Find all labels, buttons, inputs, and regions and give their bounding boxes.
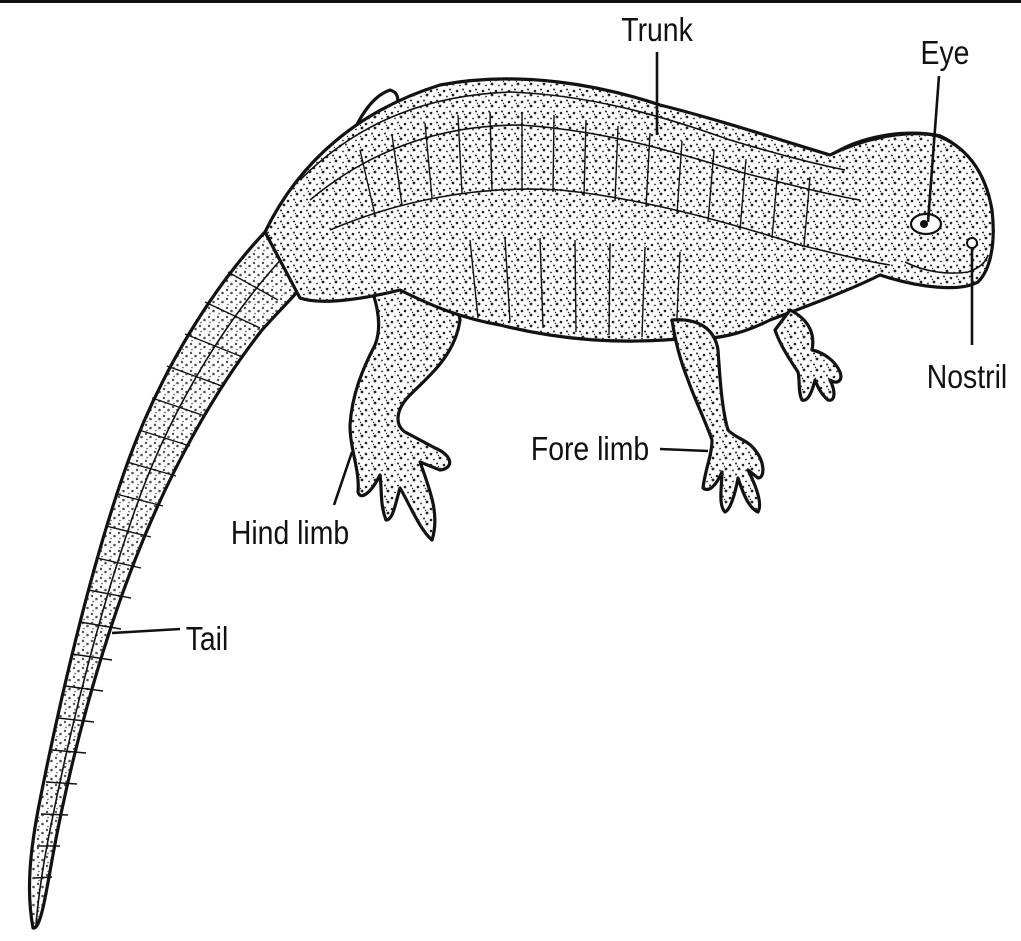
nostril-label: Nostril xyxy=(927,358,1007,396)
fore-limb-label: Fore limb xyxy=(531,430,649,468)
eye-icon xyxy=(911,214,941,234)
tail-texture xyxy=(29,232,312,928)
tail-scale-bands xyxy=(34,272,278,878)
eye-label: Eye xyxy=(921,34,970,72)
nostril-icon xyxy=(967,238,977,248)
tail-shape xyxy=(29,232,312,928)
hind-limb-label: Hind limb xyxy=(231,514,349,552)
tail-leader xyxy=(112,629,180,633)
tail-label: Tail xyxy=(186,620,229,658)
fore-limb-leader xyxy=(660,449,708,451)
lizard-illustration xyxy=(29,79,993,928)
trunk-label: Trunk xyxy=(621,11,693,49)
hind-limb-leader xyxy=(334,452,352,505)
tail-midline xyxy=(36,255,285,925)
